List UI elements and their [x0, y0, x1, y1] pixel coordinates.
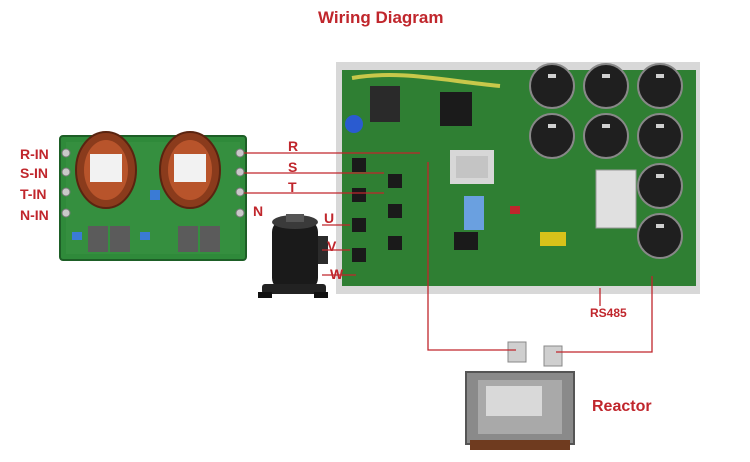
- u-output-label: U: [324, 210, 335, 226]
- s-phase-label: S: [288, 159, 298, 175]
- r-phase-label: R: [288, 138, 299, 154]
- n-in-label: N-IN: [20, 207, 49, 223]
- toroid-coil-left: [75, 131, 137, 209]
- filter-board: [59, 131, 247, 261]
- v-output-label: V: [327, 238, 337, 254]
- capacitor-bank: [529, 63, 683, 259]
- toroid-coil-right: [159, 131, 221, 209]
- rs485-label: RS485: [590, 306, 627, 320]
- diagram-title: Wiring Diagram: [318, 8, 444, 27]
- compressor-image: [258, 214, 328, 298]
- t-in-label: T-IN: [20, 186, 47, 202]
- w-output-label: W: [330, 266, 344, 282]
- r-in-label: R-IN: [20, 146, 49, 162]
- reactor-image: [465, 341, 575, 450]
- reactor-label: Reactor: [592, 398, 652, 415]
- inverter-board: [336, 62, 700, 294]
- s-in-label: S-IN: [20, 165, 48, 181]
- t-phase-label: T: [288, 179, 297, 195]
- wires: [244, 152, 653, 353]
- n-phase-label: N: [253, 203, 264, 219]
